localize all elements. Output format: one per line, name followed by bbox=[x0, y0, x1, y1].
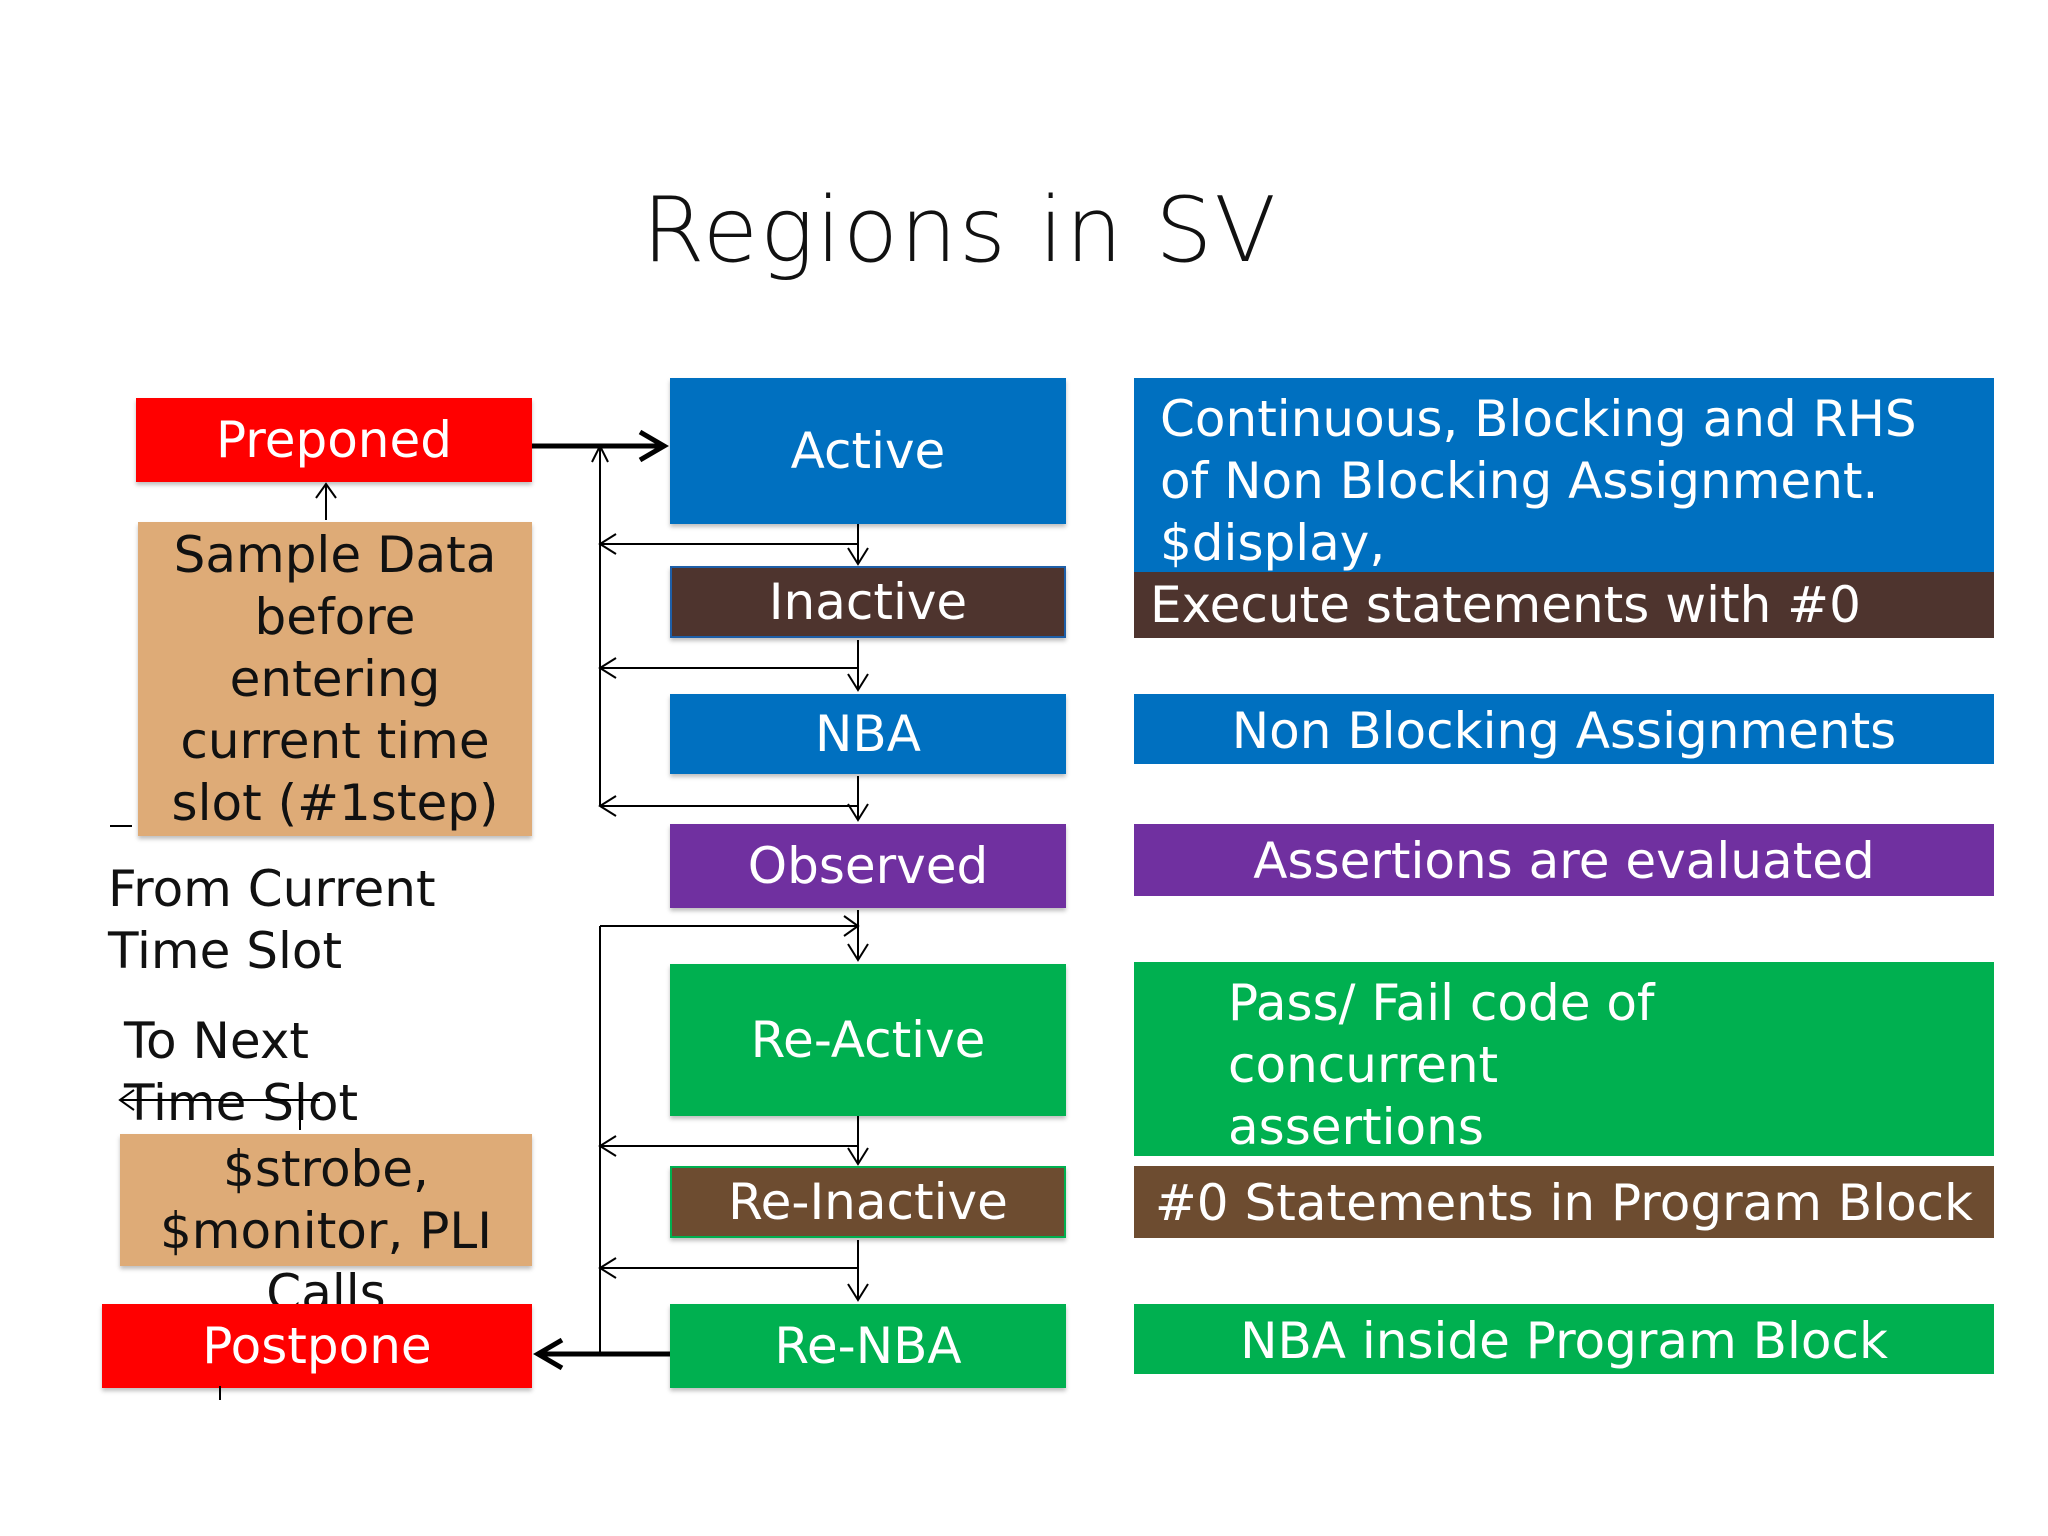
observed-region: Observed bbox=[670, 824, 1066, 908]
observed-description: Assertions are evaluated bbox=[1134, 824, 1994, 896]
active-region: Active bbox=[670, 378, 1066, 524]
sample-data-box: Sample Data before entering current time… bbox=[138, 522, 532, 836]
preponed-box: Preponed bbox=[136, 398, 532, 482]
reinactive-description: #0 Statements in Program Block bbox=[1134, 1166, 1994, 1238]
reinactive-region: Re-Inactive bbox=[670, 1166, 1066, 1238]
inactive-region: Inactive bbox=[670, 566, 1066, 638]
postpone-box: Postpone bbox=[102, 1304, 532, 1388]
reactive-description: Pass/ Fail code of concurrent assertions bbox=[1134, 962, 1994, 1156]
nba-description: Non Blocking Assignments bbox=[1134, 694, 1994, 764]
inactive-description: Execute statements with #0 delay bbox=[1134, 572, 1994, 700]
renba-region: Re-NBA bbox=[670, 1304, 1066, 1388]
page-title: Regions in SV bbox=[642, 178, 1278, 283]
to-next-time-slot-label: To Next Time Slot bbox=[124, 1012, 359, 1132]
renba-description: NBA inside Program Block bbox=[1134, 1304, 1994, 1374]
from-current-time-slot-label: From Current Time Slot bbox=[108, 860, 436, 980]
nba-region: NBA bbox=[670, 694, 1066, 774]
reactive-region: Re-Active bbox=[670, 964, 1066, 1116]
active-description: Continuous, Blocking and RHS of Non Bloc… bbox=[1134, 378, 1994, 572]
